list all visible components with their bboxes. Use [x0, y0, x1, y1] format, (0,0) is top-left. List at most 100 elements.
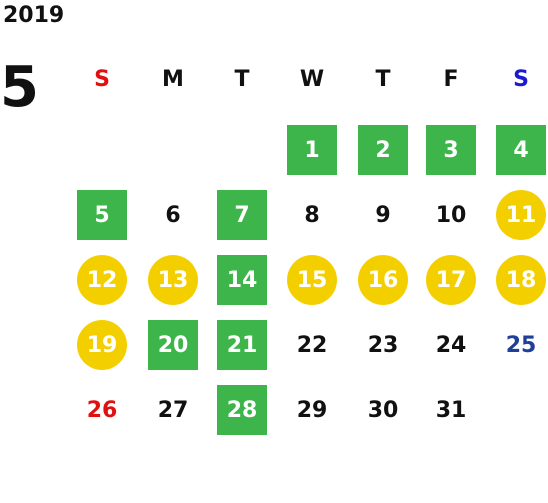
green-square-marker: 7 [217, 190, 267, 240]
yellow-circle-marker: 19 [77, 320, 127, 370]
green-square-marker: 20 [148, 320, 198, 370]
day-cell-16[interactable]: 16 [353, 255, 413, 305]
year-label: 2019 [3, 3, 65, 28]
green-square-marker: 1 [287, 125, 337, 175]
day-number: 24 [435, 332, 467, 358]
day-cell-3[interactable]: 3 [421, 125, 481, 175]
yellow-circle-marker: 16 [358, 255, 408, 305]
day-marker: 8 [304, 203, 319, 228]
day-cell-28[interactable]: 28 [212, 385, 272, 435]
day-cell-19[interactable]: 19 [72, 320, 132, 370]
yellow-circle-marker: 13 [148, 255, 198, 305]
weekday-sun: S [94, 67, 110, 92]
day-number: 27 [157, 397, 189, 423]
day-number: 2 [375, 137, 391, 163]
day-marker: 25 [506, 333, 537, 358]
day-number: 23 [367, 332, 399, 358]
month-number: 5 [0, 55, 39, 120]
day-number: 3 [443, 137, 459, 163]
day-number: 6 [165, 202, 181, 228]
day-cell-31[interactable]: 31 [421, 385, 481, 435]
day-cell-25[interactable]: 25 [491, 320, 548, 370]
green-square-marker: 2 [358, 125, 408, 175]
day-number: 26 [86, 397, 118, 423]
day-marker: 23 [368, 333, 399, 358]
day-cell-23[interactable]: 23 [353, 320, 413, 370]
day-cell-14[interactable]: 14 [212, 255, 272, 305]
green-square-marker: 21 [217, 320, 267, 370]
day-marker: 22 [297, 333, 328, 358]
day-marker: 9 [375, 203, 390, 228]
yellow-circle-marker: 17 [426, 255, 476, 305]
day-cell-15[interactable]: 15 [282, 255, 342, 305]
day-cell-2[interactable]: 2 [353, 125, 413, 175]
weekday-sat: S [513, 67, 529, 92]
day-number: 11 [505, 202, 537, 228]
day-number: 5 [94, 202, 110, 228]
day-number: 28 [226, 397, 258, 423]
day-marker: 30 [368, 398, 399, 423]
green-square-marker: 3 [426, 125, 476, 175]
day-cell-11[interactable]: 11 [491, 190, 548, 240]
day-marker: 26 [87, 398, 118, 423]
day-number: 30 [367, 397, 399, 423]
day-marker: 31 [436, 398, 467, 423]
day-number: 4 [513, 137, 529, 163]
day-cell-9[interactable]: 9 [353, 190, 413, 240]
day-marker: 29 [297, 398, 328, 423]
day-cell-4[interactable]: 4 [491, 125, 548, 175]
green-square-marker: 4 [496, 125, 546, 175]
day-cell-22[interactable]: 22 [282, 320, 342, 370]
day-number: 22 [296, 332, 328, 358]
day-number: 29 [296, 397, 328, 423]
day-cell-29[interactable]: 29 [282, 385, 342, 435]
day-number: 31 [435, 397, 467, 423]
day-number: 18 [505, 267, 537, 293]
day-marker: 24 [436, 333, 467, 358]
weekday-thu: T [375, 67, 391, 92]
day-cell-5[interactable]: 5 [72, 190, 132, 240]
day-number: 19 [86, 332, 118, 358]
day-number: 7 [234, 202, 250, 228]
green-square-marker: 5 [77, 190, 127, 240]
day-cell-24[interactable]: 24 [421, 320, 481, 370]
day-number: 10 [435, 202, 467, 228]
weekday-tue: T [234, 67, 250, 92]
day-marker: 27 [158, 398, 189, 423]
day-cell-12[interactable]: 12 [72, 255, 132, 305]
yellow-circle-marker: 18 [496, 255, 546, 305]
day-cell-21[interactable]: 21 [212, 320, 272, 370]
yellow-circle-marker: 12 [77, 255, 127, 305]
day-number: 16 [367, 267, 399, 293]
day-cell-1[interactable]: 1 [282, 125, 342, 175]
day-cell-17[interactable]: 17 [421, 255, 481, 305]
day-cell-20[interactable]: 20 [143, 320, 203, 370]
day-cell-10[interactable]: 10 [421, 190, 481, 240]
day-cell-26[interactable]: 26 [72, 385, 132, 435]
day-cell-13[interactable]: 13 [143, 255, 203, 305]
day-cell-30[interactable]: 30 [353, 385, 413, 435]
weekday-mon: M [162, 67, 184, 92]
day-number: 9 [375, 202, 391, 228]
day-number: 15 [296, 267, 328, 293]
day-number: 12 [86, 267, 118, 293]
green-square-marker: 28 [217, 385, 267, 435]
day-cell-6[interactable]: 6 [143, 190, 203, 240]
green-square-marker: 14 [217, 255, 267, 305]
day-number: 14 [226, 267, 258, 293]
day-number: 21 [226, 332, 258, 358]
weekday-fri: F [443, 67, 459, 92]
day-number: 13 [157, 267, 189, 293]
day-cell-18[interactable]: 18 [491, 255, 548, 305]
day-cell-8[interactable]: 8 [282, 190, 342, 240]
day-number: 25 [505, 332, 537, 358]
day-cell-7[interactable]: 7 [212, 190, 272, 240]
yellow-circle-marker: 11 [496, 190, 546, 240]
day-number: 20 [157, 332, 189, 358]
day-number: 17 [435, 267, 467, 293]
day-cell-27[interactable]: 27 [143, 385, 203, 435]
day-marker: 10 [436, 203, 467, 228]
day-number: 1 [304, 137, 320, 163]
day-number: 8 [304, 202, 320, 228]
day-marker: 6 [165, 203, 180, 228]
